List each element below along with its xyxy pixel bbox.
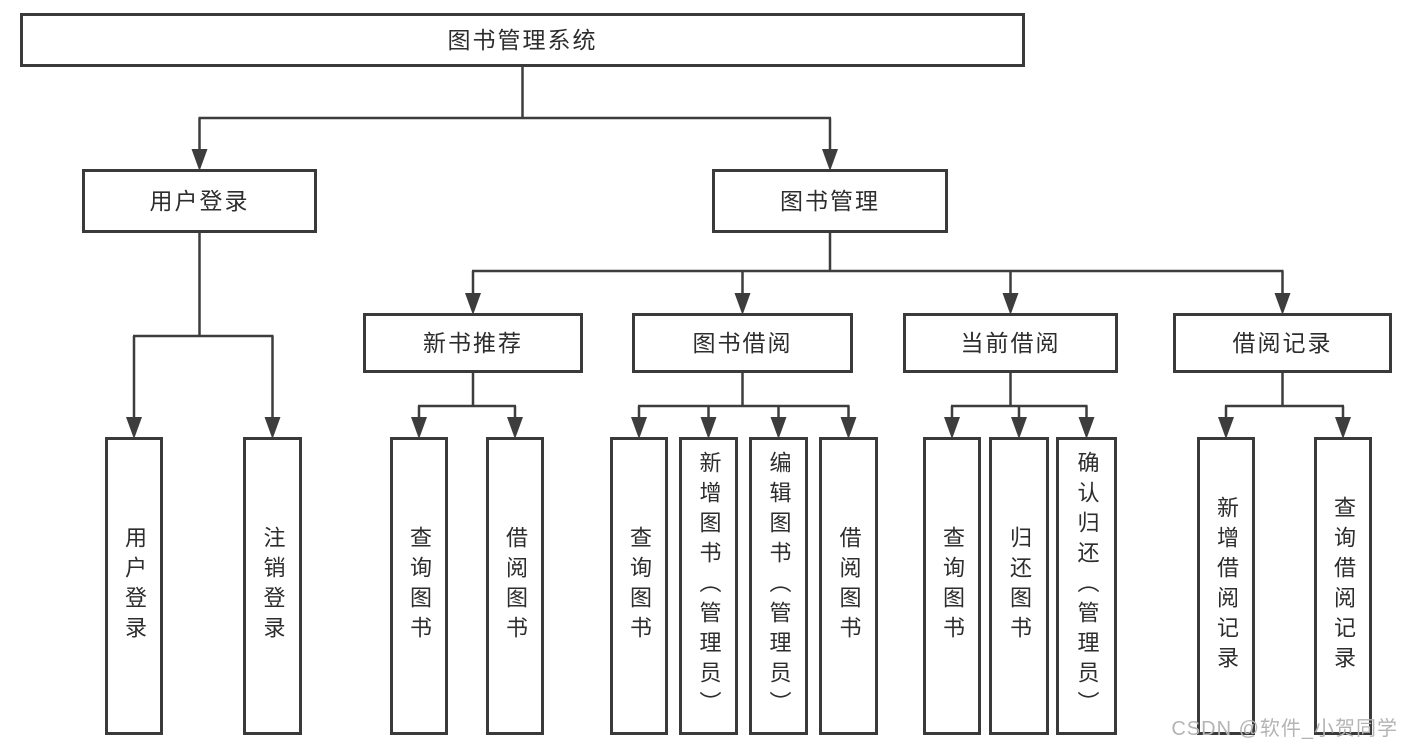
node-label-query-book-borrow: 查询图书 bbox=[627, 526, 652, 646]
node-label-edit-book-admin: 编辑图书（管理员） bbox=[766, 451, 792, 721]
node-book-borrowing: 图书借阅 bbox=[632, 313, 853, 373]
node-confirm-return-admin: 确认归还（管理员） bbox=[1056, 437, 1117, 735]
node-query-book-borrow: 查询图书 bbox=[610, 437, 668, 735]
node-label-confirm-return-admin: 确认归还（管理员） bbox=[1074, 451, 1100, 721]
node-label-current-borrowing: 当前借阅 bbox=[960, 329, 1061, 356]
node-label-user-login-branch: 用户登录 bbox=[149, 187, 250, 214]
node-label-borrow-book-borrow: 借阅图书 bbox=[836, 526, 862, 646]
node-system-root: 图书管理系统 bbox=[20, 13, 1025, 67]
node-label-book-borrowing: 图书借阅 bbox=[692, 329, 793, 356]
node-user-login-branch: 用户登录 bbox=[82, 169, 317, 233]
node-query-book-new: 查询图书 bbox=[390, 437, 448, 735]
node-label-query-book-current: 查询图书 bbox=[940, 526, 965, 646]
node-return-book: 归还图书 bbox=[989, 437, 1049, 735]
node-add-borrow-record: 新增借阅记录 bbox=[1197, 437, 1255, 735]
node-book-management: 图书管理 bbox=[712, 169, 948, 233]
node-borrow-records: 借阅记录 bbox=[1173, 313, 1392, 373]
node-label-system-root: 图书管理系统 bbox=[447, 26, 598, 53]
watermark: CSDN @软件_小贺同学 bbox=[1171, 718, 1398, 740]
node-label-return-book: 归还图书 bbox=[1007, 526, 1032, 646]
node-current-borrowing: 当前借阅 bbox=[903, 313, 1118, 373]
node-label-add-borrow-record: 新增借阅记录 bbox=[1214, 496, 1239, 676]
node-new-book-recommend: 新书推荐 bbox=[363, 313, 583, 373]
node-edit-book-admin: 编辑图书（管理员） bbox=[749, 437, 808, 735]
node-query-borrow-record: 查询借阅记录 bbox=[1314, 437, 1372, 735]
node-label-query-book-new: 查询图书 bbox=[407, 526, 432, 646]
node-label-query-borrow-record: 查询借阅记录 bbox=[1331, 496, 1356, 676]
node-borrow-book-new: 借阅图书 bbox=[486, 437, 544, 735]
node-label-borrow-book-new: 借阅图书 bbox=[503, 526, 528, 646]
node-label-new-book-recommend: 新书推荐 bbox=[423, 329, 523, 356]
node-label-user-login-leaf: 用户登录 bbox=[122, 526, 147, 646]
node-label-logout-leaf: 注销登录 bbox=[260, 526, 286, 646]
node-borrow-book-borrow: 借阅图书 bbox=[819, 437, 878, 735]
node-label-book-management: 图书管理 bbox=[780, 187, 880, 214]
node-user-login-leaf: 用户登录 bbox=[105, 437, 163, 735]
node-add-book-admin: 新增图书（管理员） bbox=[679, 437, 738, 735]
node-logout-leaf: 注销登录 bbox=[243, 437, 302, 735]
node-query-book-current: 查询图书 bbox=[923, 437, 981, 735]
node-label-add-book-admin: 新增图书（管理员） bbox=[696, 451, 722, 721]
node-label-borrow-records: 借阅记录 bbox=[1232, 329, 1333, 356]
